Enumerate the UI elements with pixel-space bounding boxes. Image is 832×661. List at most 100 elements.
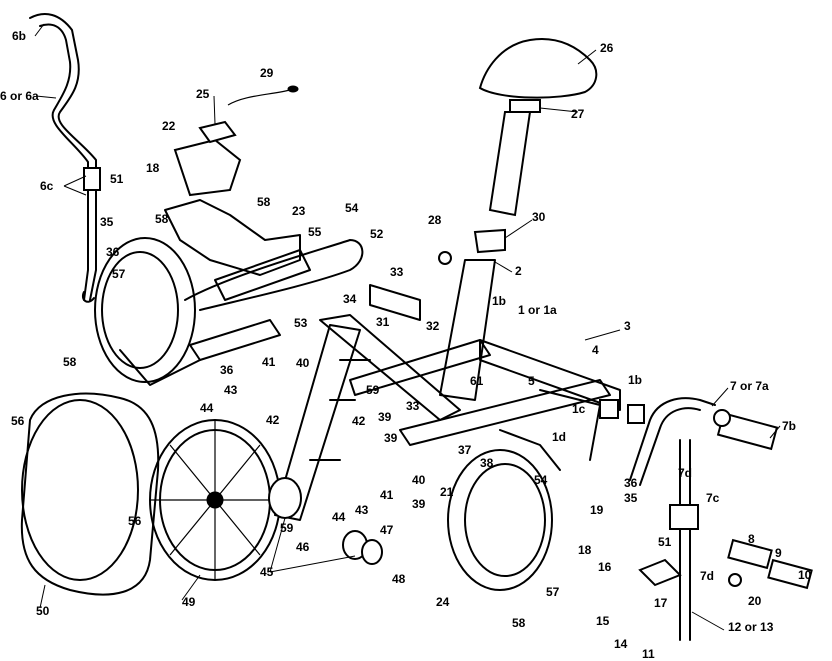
callout-50: 50 <box>36 604 50 618</box>
callout-3: 3 <box>624 319 631 333</box>
callout-9: 9 <box>775 546 782 560</box>
callout-39-bottom: 39 <box>412 497 426 511</box>
callout-42-mid: 42 <box>266 413 280 427</box>
callout-7b: 7b <box>782 419 796 433</box>
callout-7d-top: 7d <box>678 466 692 480</box>
callout-25: 25 <box>196 87 210 101</box>
callout-32: 32 <box>426 319 440 333</box>
callout-54-right: 54 <box>534 473 548 487</box>
right-handlebar <box>629 397 779 641</box>
callout-36-right: 36 <box>624 476 638 490</box>
callout-35-left: 35 <box>100 215 114 229</box>
callout-52: 52 <box>370 227 384 241</box>
left-handlebar <box>29 13 101 303</box>
center-rack <box>274 324 371 521</box>
callout-1b-right: 1b <box>628 373 642 387</box>
callout-51-right: 51 <box>658 535 672 549</box>
callout-56-left: 56 <box>11 414 25 428</box>
callout-41-right: 41 <box>380 488 394 502</box>
callout-34: 34 <box>343 292 357 306</box>
callout-1b-top: 1b <box>492 294 506 308</box>
callout-29: 29 <box>260 66 274 80</box>
callout-11: 11 <box>642 647 655 661</box>
callout-7-or-7a: 7 or 7a <box>730 379 769 393</box>
callout-58-mid: 58 <box>63 355 77 369</box>
callout-8: 8 <box>748 532 755 546</box>
callout-21: 21 <box>440 485 454 499</box>
callout-15: 15 <box>596 614 610 628</box>
callout-24: 24 <box>436 595 450 609</box>
callout-6c: 6c <box>40 179 54 193</box>
callout-4: 4 <box>592 343 599 357</box>
front-shroud <box>20 392 160 596</box>
seat-assembly <box>438 38 598 401</box>
callout-61: 61 <box>470 374 484 388</box>
callout-31: 31 <box>376 315 390 329</box>
callout-27: 27 <box>571 107 585 121</box>
callout-58-left: 58 <box>155 212 169 226</box>
pedal <box>638 558 742 587</box>
callout-30: 30 <box>532 210 546 224</box>
callout-7d-bottom: 7d <box>700 569 714 583</box>
callout-20: 20 <box>748 594 762 608</box>
callout-47: 47 <box>380 523 394 537</box>
handle-grips <box>727 538 813 590</box>
callout-17: 17 <box>654 596 668 610</box>
callout-labels: 6b 6 or 6a 6c 51 18 35 58 36 57 29 25 22… <box>0 29 812 661</box>
leader-lines <box>34 23 781 631</box>
callout-6-or-6a: 6 or 6a <box>0 89 39 103</box>
callout-40-right: 40 <box>412 473 426 487</box>
callout-54: 54 <box>345 201 359 215</box>
chain-guard <box>164 199 364 361</box>
callout-10: 10 <box>798 568 812 582</box>
callout-57-right: 57 <box>546 585 560 599</box>
fan-wheel <box>149 419 281 581</box>
left-cover <box>94 237 201 386</box>
callout-18-right: 18 <box>578 543 592 557</box>
callout-6b: 6b <box>12 29 26 43</box>
callout-39-lower: 39 <box>384 431 398 445</box>
callout-7c: 7c <box>706 491 720 505</box>
callout-23: 23 <box>292 204 306 218</box>
callout-58-top: 58 <box>257 195 271 209</box>
callout-22: 22 <box>162 119 176 133</box>
callout-28: 28 <box>428 213 442 227</box>
main-frame <box>349 339 645 461</box>
callout-43-mid: 43 <box>224 383 238 397</box>
callout-41-mid: 41 <box>262 355 276 369</box>
callout-14: 14 <box>614 637 628 651</box>
callout-1c: 1c <box>572 402 586 416</box>
callout-44-mid: 44 <box>200 401 214 415</box>
callout-19: 19 <box>590 503 604 517</box>
callout-55: 55 <box>308 225 322 239</box>
callout-1-or-1a: 1 or 1a <box>518 303 557 317</box>
callout-42-right: 42 <box>352 414 366 428</box>
callout-12-or-13: 12 or 13 <box>728 620 774 634</box>
callout-38: 38 <box>480 456 494 470</box>
callout-36-mid: 36 <box>220 363 234 377</box>
callout-33-top: 33 <box>390 265 404 279</box>
callout-43-right: 43 <box>355 503 369 517</box>
callout-39-right: 39 <box>378 410 392 424</box>
console-parts <box>173 85 299 197</box>
callout-56-right: 56 <box>128 514 142 528</box>
callout-40-mid: 40 <box>296 356 310 370</box>
right-cover <box>447 429 561 591</box>
callout-51-left: 51 <box>110 172 124 186</box>
callout-16: 16 <box>598 560 612 574</box>
callout-57-left: 57 <box>112 267 126 281</box>
callout-5: 5 <box>528 374 535 388</box>
callout-49: 49 <box>182 595 196 609</box>
callout-46: 46 <box>296 540 310 554</box>
callout-35-right: 35 <box>624 491 638 505</box>
callout-36-left: 36 <box>106 245 120 259</box>
callout-2: 2 <box>515 264 522 278</box>
callout-58-bottom: 58 <box>512 616 526 630</box>
callout-18-left: 18 <box>146 161 160 175</box>
callout-59-mid: 59 <box>366 383 380 397</box>
callout-26: 26 <box>600 41 614 55</box>
callout-1d: 1d <box>552 430 566 444</box>
callout-37: 37 <box>458 443 472 457</box>
callout-33-mid: 33 <box>406 399 420 413</box>
